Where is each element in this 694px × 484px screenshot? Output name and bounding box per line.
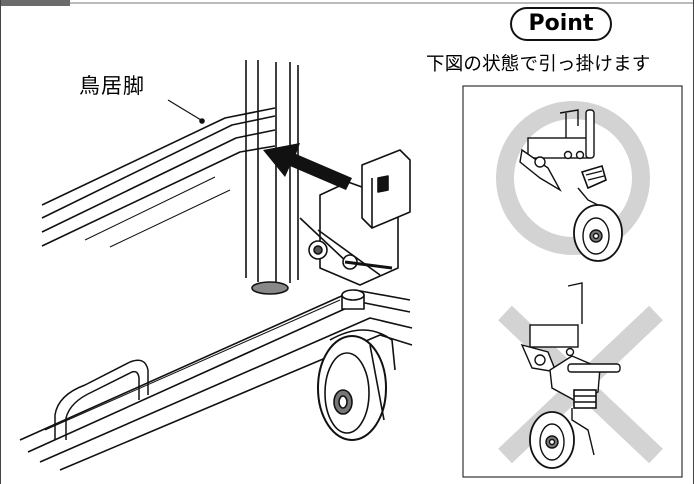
point-badge-text: Point [528, 11, 594, 36]
instruction-text: 下図の状態で引っ掛けます [426, 54, 651, 75]
leader-dot [199, 118, 205, 124]
insertion-arrow [263, 143, 352, 190]
correct-circle-icon [496, 101, 650, 255]
leader-line [167, 99, 202, 121]
torii-leg-upper-bar [41, 107, 276, 248]
mount-bracket [299, 149, 411, 310]
vertical-post [245, 60, 299, 295]
header-bar [0, 0, 70, 6]
point-badge: Point [510, 7, 612, 41]
main-caster-wheel [317, 329, 396, 441]
main-assembly [19, 60, 413, 471]
handle-loop [54, 359, 149, 440]
correct-example [496, 101, 650, 262]
incorrect-example [498, 282, 663, 469]
torii-leg-label: 鳥居脚 [79, 74, 145, 98]
